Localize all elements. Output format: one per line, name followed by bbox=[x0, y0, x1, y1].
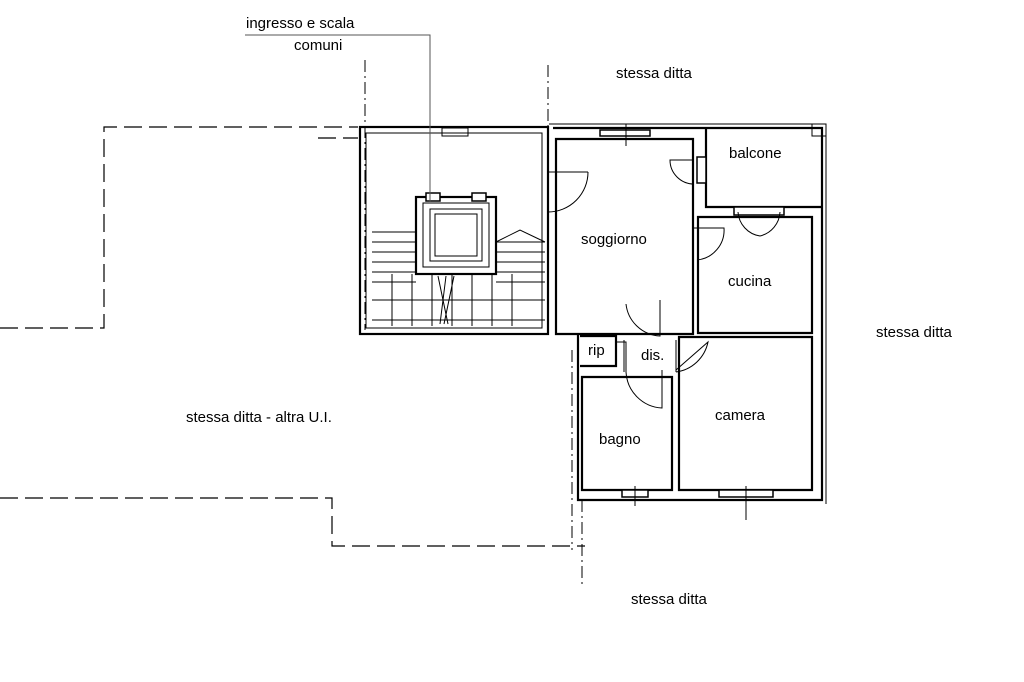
stair-block bbox=[245, 34, 550, 336]
door-swings bbox=[547, 159, 781, 409]
window-cucina bbox=[733, 206, 785, 216]
stair-treads bbox=[372, 229, 546, 326]
room-label-dis: dis. bbox=[641, 347, 664, 364]
room-label-camera: camera bbox=[715, 407, 766, 424]
room-label-soggiorno: soggiorno bbox=[581, 231, 647, 248]
room-label-rip: rip bbox=[588, 342, 605, 359]
lift-shaft bbox=[414, 195, 498, 276]
room-label-cucina: cucina bbox=[728, 273, 772, 290]
left-neighbor-label: stessa ditta - altra U.I. bbox=[186, 409, 332, 426]
bottom-neighbor-label: stessa ditta bbox=[631, 591, 708, 608]
top-neighbor-label: stessa ditta bbox=[616, 65, 693, 82]
right-neighbor-label: stessa ditta bbox=[876, 324, 953, 341]
stair-callout-line1: ingresso e scala bbox=[246, 15, 355, 32]
boundary-lines bbox=[0, 60, 585, 585]
room-label-bagno: bagno bbox=[599, 431, 641, 448]
room-label-balcone: balcone bbox=[729, 145, 782, 162]
windows bbox=[599, 124, 785, 520]
window-soggiorno bbox=[599, 129, 651, 137]
left-upper-boundary bbox=[0, 126, 358, 329]
window-balcone bbox=[696, 156, 707, 184]
left-lower-boundary bbox=[0, 497, 585, 547]
apartment-walls bbox=[549, 123, 827, 504]
stair-callout-leader bbox=[245, 34, 431, 202]
stair-callout-line2: comuni bbox=[294, 37, 342, 54]
